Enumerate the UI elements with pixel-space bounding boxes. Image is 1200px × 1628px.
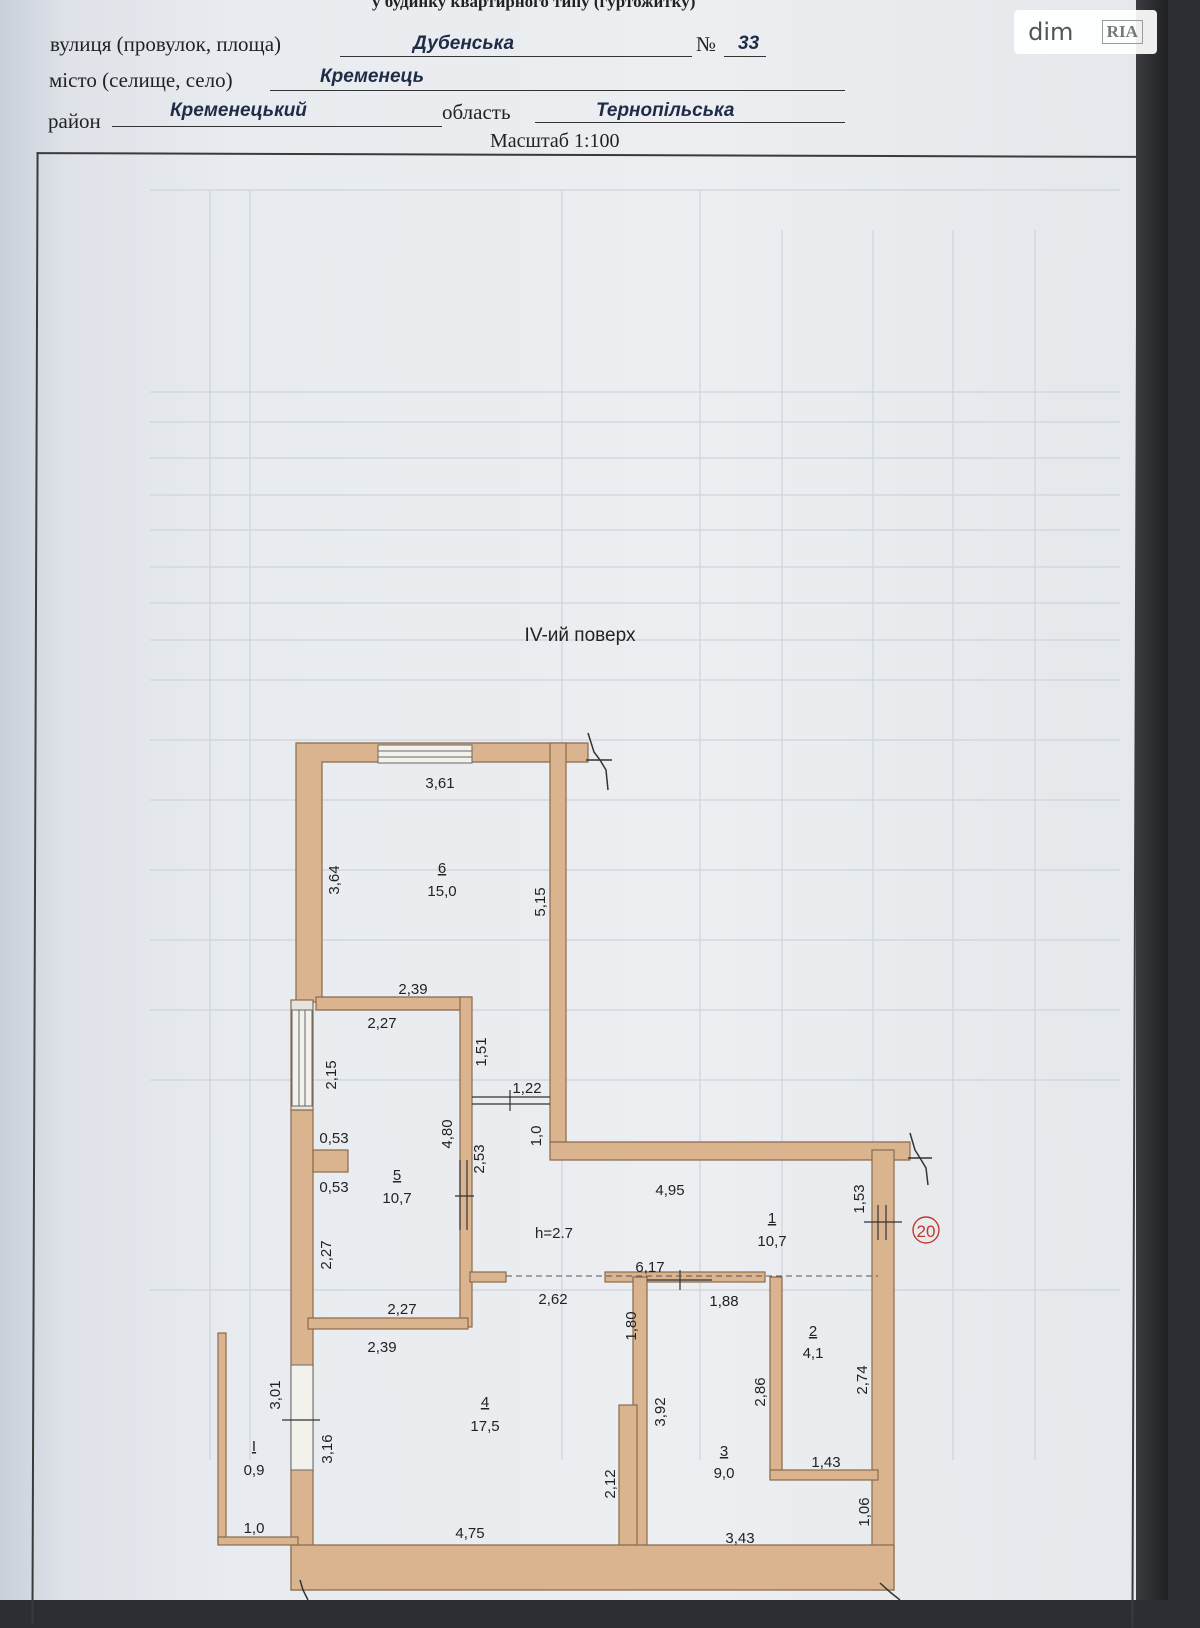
dim-3-01: 3,01	[267, 1380, 284, 1409]
street-underline	[340, 56, 692, 57]
room-3-area: 9,0	[714, 1465, 735, 1482]
header-top-line: у будинку квартирного типу (гуртожитку)	[372, 0, 696, 11]
dim-4-75: 4,75	[455, 1525, 484, 1542]
document-page: у будинку квартирного типу (гуртожитку) …	[0, 0, 1168, 1628]
region-value: Тернопільська	[596, 100, 735, 121]
dim-3-61: 3,61	[425, 775, 454, 792]
dim-5-15: 5,15	[532, 887, 549, 916]
wall-west-lower	[290, 1109, 314, 1591]
dim-4-80: 4,80	[439, 1119, 456, 1148]
street-label: вулиця (провулок, площа)	[50, 32, 282, 56]
region-underline	[535, 122, 845, 123]
marker-circle	[912, 1216, 940, 1244]
watermark-brand: RIA	[1101, 20, 1143, 44]
dim-1-06: 1,06	[856, 1497, 873, 1526]
dim-2-12: 2,12	[602, 1469, 619, 1498]
dim-6-17: 6,17	[635, 1259, 664, 1276]
dim-3-16: 3,16	[319, 1434, 336, 1463]
dim-2-27-lower: 2,27	[387, 1301, 416, 1318]
height-label: h=2.7	[535, 1225, 573, 1242]
wall-room6-right	[549, 742, 567, 1144]
room-1-number: 1	[768, 1210, 776, 1227]
door-marks	[282, 1090, 902, 1421]
wall-room4-pillar	[618, 1404, 638, 1548]
balcony-area: 0,9	[244, 1462, 265, 1479]
dim-1-43: 1,43	[811, 1454, 840, 1471]
floor-title: IV-ий поверх	[525, 625, 636, 646]
window-room6	[377, 744, 473, 764]
district-value: Кременецький	[170, 100, 307, 121]
wall-room2-bottom	[769, 1469, 879, 1481]
dim-1-80: 1,80	[623, 1311, 640, 1340]
room-5-area: 10,7	[382, 1190, 411, 1207]
dim-2-15: 2,15	[323, 1060, 340, 1089]
door-balcony	[290, 1364, 314, 1471]
wall-room5-bottom	[307, 1317, 469, 1330]
room-6-number: 6	[438, 860, 446, 877]
scale-label: Масштаб 1:100	[490, 130, 620, 152]
room-1-area: 10,7	[757, 1233, 786, 1250]
wall-corridor-south-left	[469, 1271, 507, 1283]
wall-room2-left	[769, 1276, 783, 1478]
dim-1-0-balcony: 1,0	[244, 1520, 265, 1537]
street-value: Дубенська	[413, 33, 515, 54]
number-underline	[724, 56, 766, 57]
window-room5	[291, 1009, 313, 1107]
dim-0-53-upper: 0,53	[319, 1130, 348, 1147]
room-4-area: 17,5	[470, 1418, 499, 1435]
floor-plan: 20 IV-ий поверх h=2.7 6 15,0 5 10,7 1 10…	[150, 189, 1120, 1600]
balcony-wall-bottom	[217, 1536, 299, 1546]
dim-3-43: 3,43	[725, 1530, 754, 1547]
dim-1-22: 1,22	[512, 1080, 541, 1097]
break-marks	[299, 732, 932, 1600]
dim-4-95: 4,95	[655, 1182, 684, 1199]
marker-label: 20	[917, 1222, 936, 1241]
dim-1-88: 1,88	[709, 1293, 738, 1310]
district-underline	[112, 126, 442, 127]
dim-0-53-lower: 0,53	[319, 1179, 348, 1196]
room-3-number: 3	[720, 1443, 728, 1460]
wall-south	[290, 1544, 895, 1591]
region-label: область	[442, 100, 511, 124]
dim-2-27-upper: 2,27	[367, 1015, 396, 1032]
dim-1-0-corridor: 1,0	[528, 1126, 545, 1147]
balcony-wall	[217, 1332, 227, 1544]
wall-room5-notch	[312, 1149, 349, 1173]
dim-2-27-vertical: 2,27	[318, 1240, 335, 1269]
district-label: район	[48, 109, 101, 133]
room-2-number: 2	[809, 1323, 817, 1340]
balcony-number: І	[252, 1438, 256, 1455]
dimria-watermark[interactable]: dim RIA	[1014, 10, 1157, 54]
number-label: №	[696, 32, 717, 56]
room-5-number: 5	[393, 1167, 401, 1184]
wall-corridor-south-mid	[604, 1271, 766, 1283]
dim-2-74: 2,74	[854, 1365, 871, 1394]
windows	[290, 744, 473, 1471]
number-value: 33	[738, 33, 760, 54]
dim-1-53: 1,53	[851, 1184, 868, 1213]
city-value: Кременець	[320, 66, 425, 87]
wall-east	[871, 1149, 895, 1591]
dim-2-62: 2,62	[538, 1291, 567, 1308]
room-6-area: 15,0	[427, 883, 456, 900]
room-2-area: 4,1	[803, 1345, 824, 1362]
dim-3-92: 3,92	[652, 1397, 669, 1426]
page-edge	[1136, 0, 1168, 1600]
dim-3-64: 3,64	[326, 865, 343, 894]
dim-2-39-upper: 2,39	[398, 981, 427, 998]
watermark-site: dim	[1028, 18, 1074, 46]
dim-2-39-lower: 2,39	[367, 1339, 396, 1356]
city-underline	[270, 90, 845, 91]
dim-2-53: 2,53	[471, 1144, 488, 1173]
wall-room6-bottom	[315, 996, 472, 1011]
wall-corridor-north	[549, 1141, 911, 1161]
dim-2-86: 2,86	[752, 1377, 769, 1406]
room-4-number: 4	[481, 1394, 489, 1411]
city-label: місто (селище, село)	[49, 68, 233, 92]
dim-1-51: 1,51	[473, 1037, 490, 1066]
